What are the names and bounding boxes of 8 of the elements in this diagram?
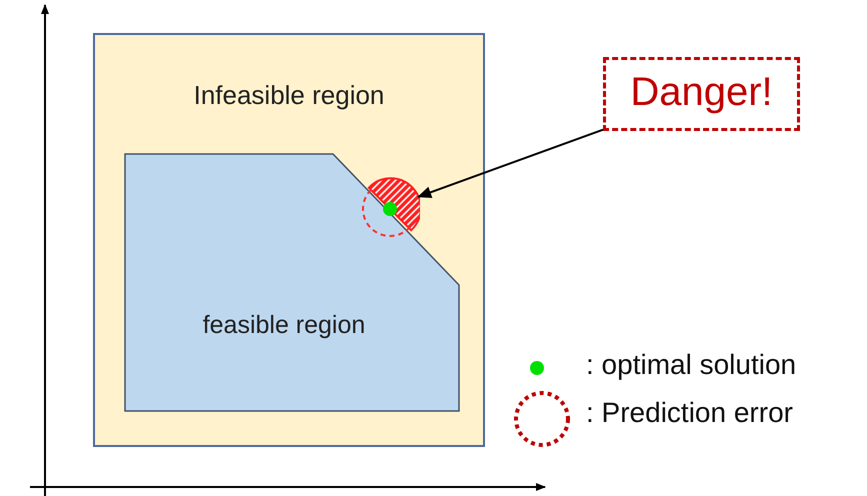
legend-text: : optimal solution [586, 349, 796, 381]
callout-box [603, 57, 800, 131]
region-label: Infeasible region [192, 80, 386, 111]
warning-text: Danger! [629, 70, 774, 115]
region-label: feasible region [202, 311, 366, 340]
legend-text: : Prediction error [586, 397, 793, 429]
region-box [93, 33, 485, 447]
arrow [417, 128, 604, 198]
